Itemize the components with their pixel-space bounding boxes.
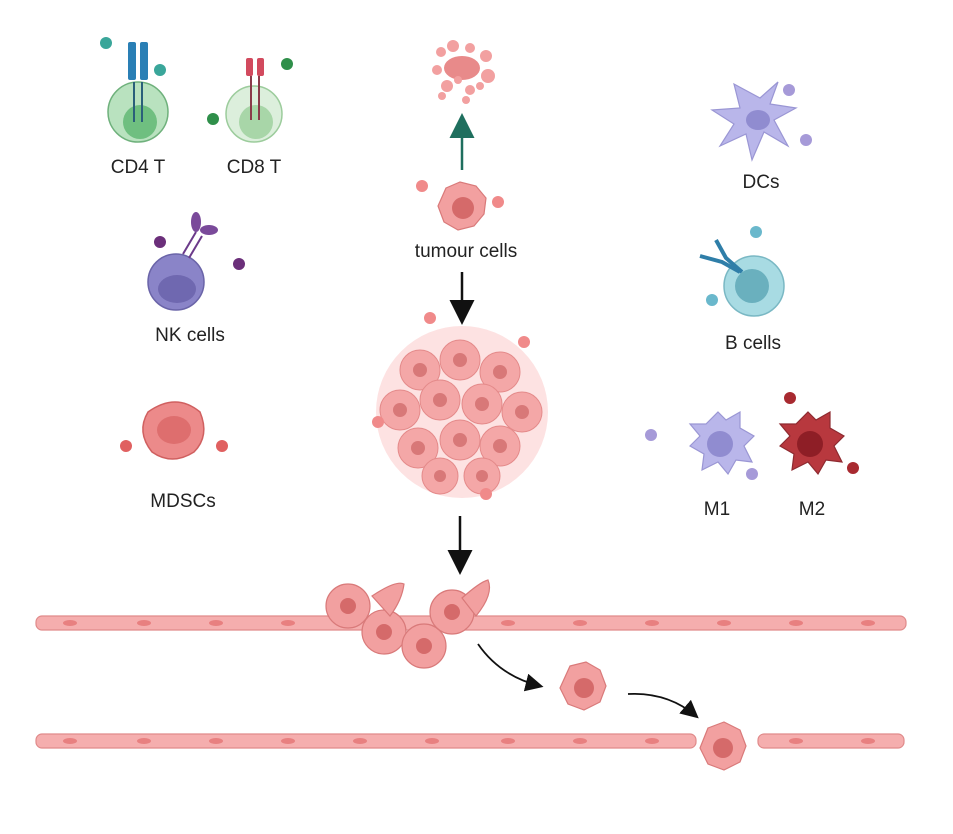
metastatic-cell-icon — [699, 721, 747, 771]
mdsc-icon — [120, 401, 228, 460]
m2-macrophage-icon — [778, 392, 859, 476]
m1-label: M1 — [703, 499, 731, 520]
cd4-t-cell-icon — [100, 37, 169, 143]
nk-cell-icon — [147, 212, 245, 311]
bcells-label: B cells — [725, 333, 781, 354]
tumour-label: tumour cells — [414, 241, 518, 262]
nk-label: NK cells — [155, 325, 225, 346]
b-cell-icon — [699, 226, 785, 317]
dendritic-cell-icon — [710, 81, 812, 162]
tumour-mass-icon — [372, 312, 548, 500]
invading-tumour-cells-icon — [325, 579, 491, 669]
apoptotic-debris-icon — [432, 40, 495, 104]
cd4-label: CD4 T — [110, 157, 166, 178]
m1-macrophage-icon — [645, 410, 758, 480]
tumour-cell-icon — [416, 180, 504, 231]
circulating-tumour-cell-icon — [559, 661, 607, 711]
intravasation-arrow — [477, 643, 544, 692]
cd8-t-cell-icon — [207, 58, 293, 143]
blood-vessel-bottom — [35, 733, 905, 749]
extravasation-arrow — [627, 692, 699, 719]
mdsc-label: MDSCs — [150, 491, 216, 512]
m2-label: M2 — [798, 499, 826, 520]
dcs-label: DCs — [742, 172, 780, 193]
cd8-label: CD8 T — [226, 157, 282, 178]
